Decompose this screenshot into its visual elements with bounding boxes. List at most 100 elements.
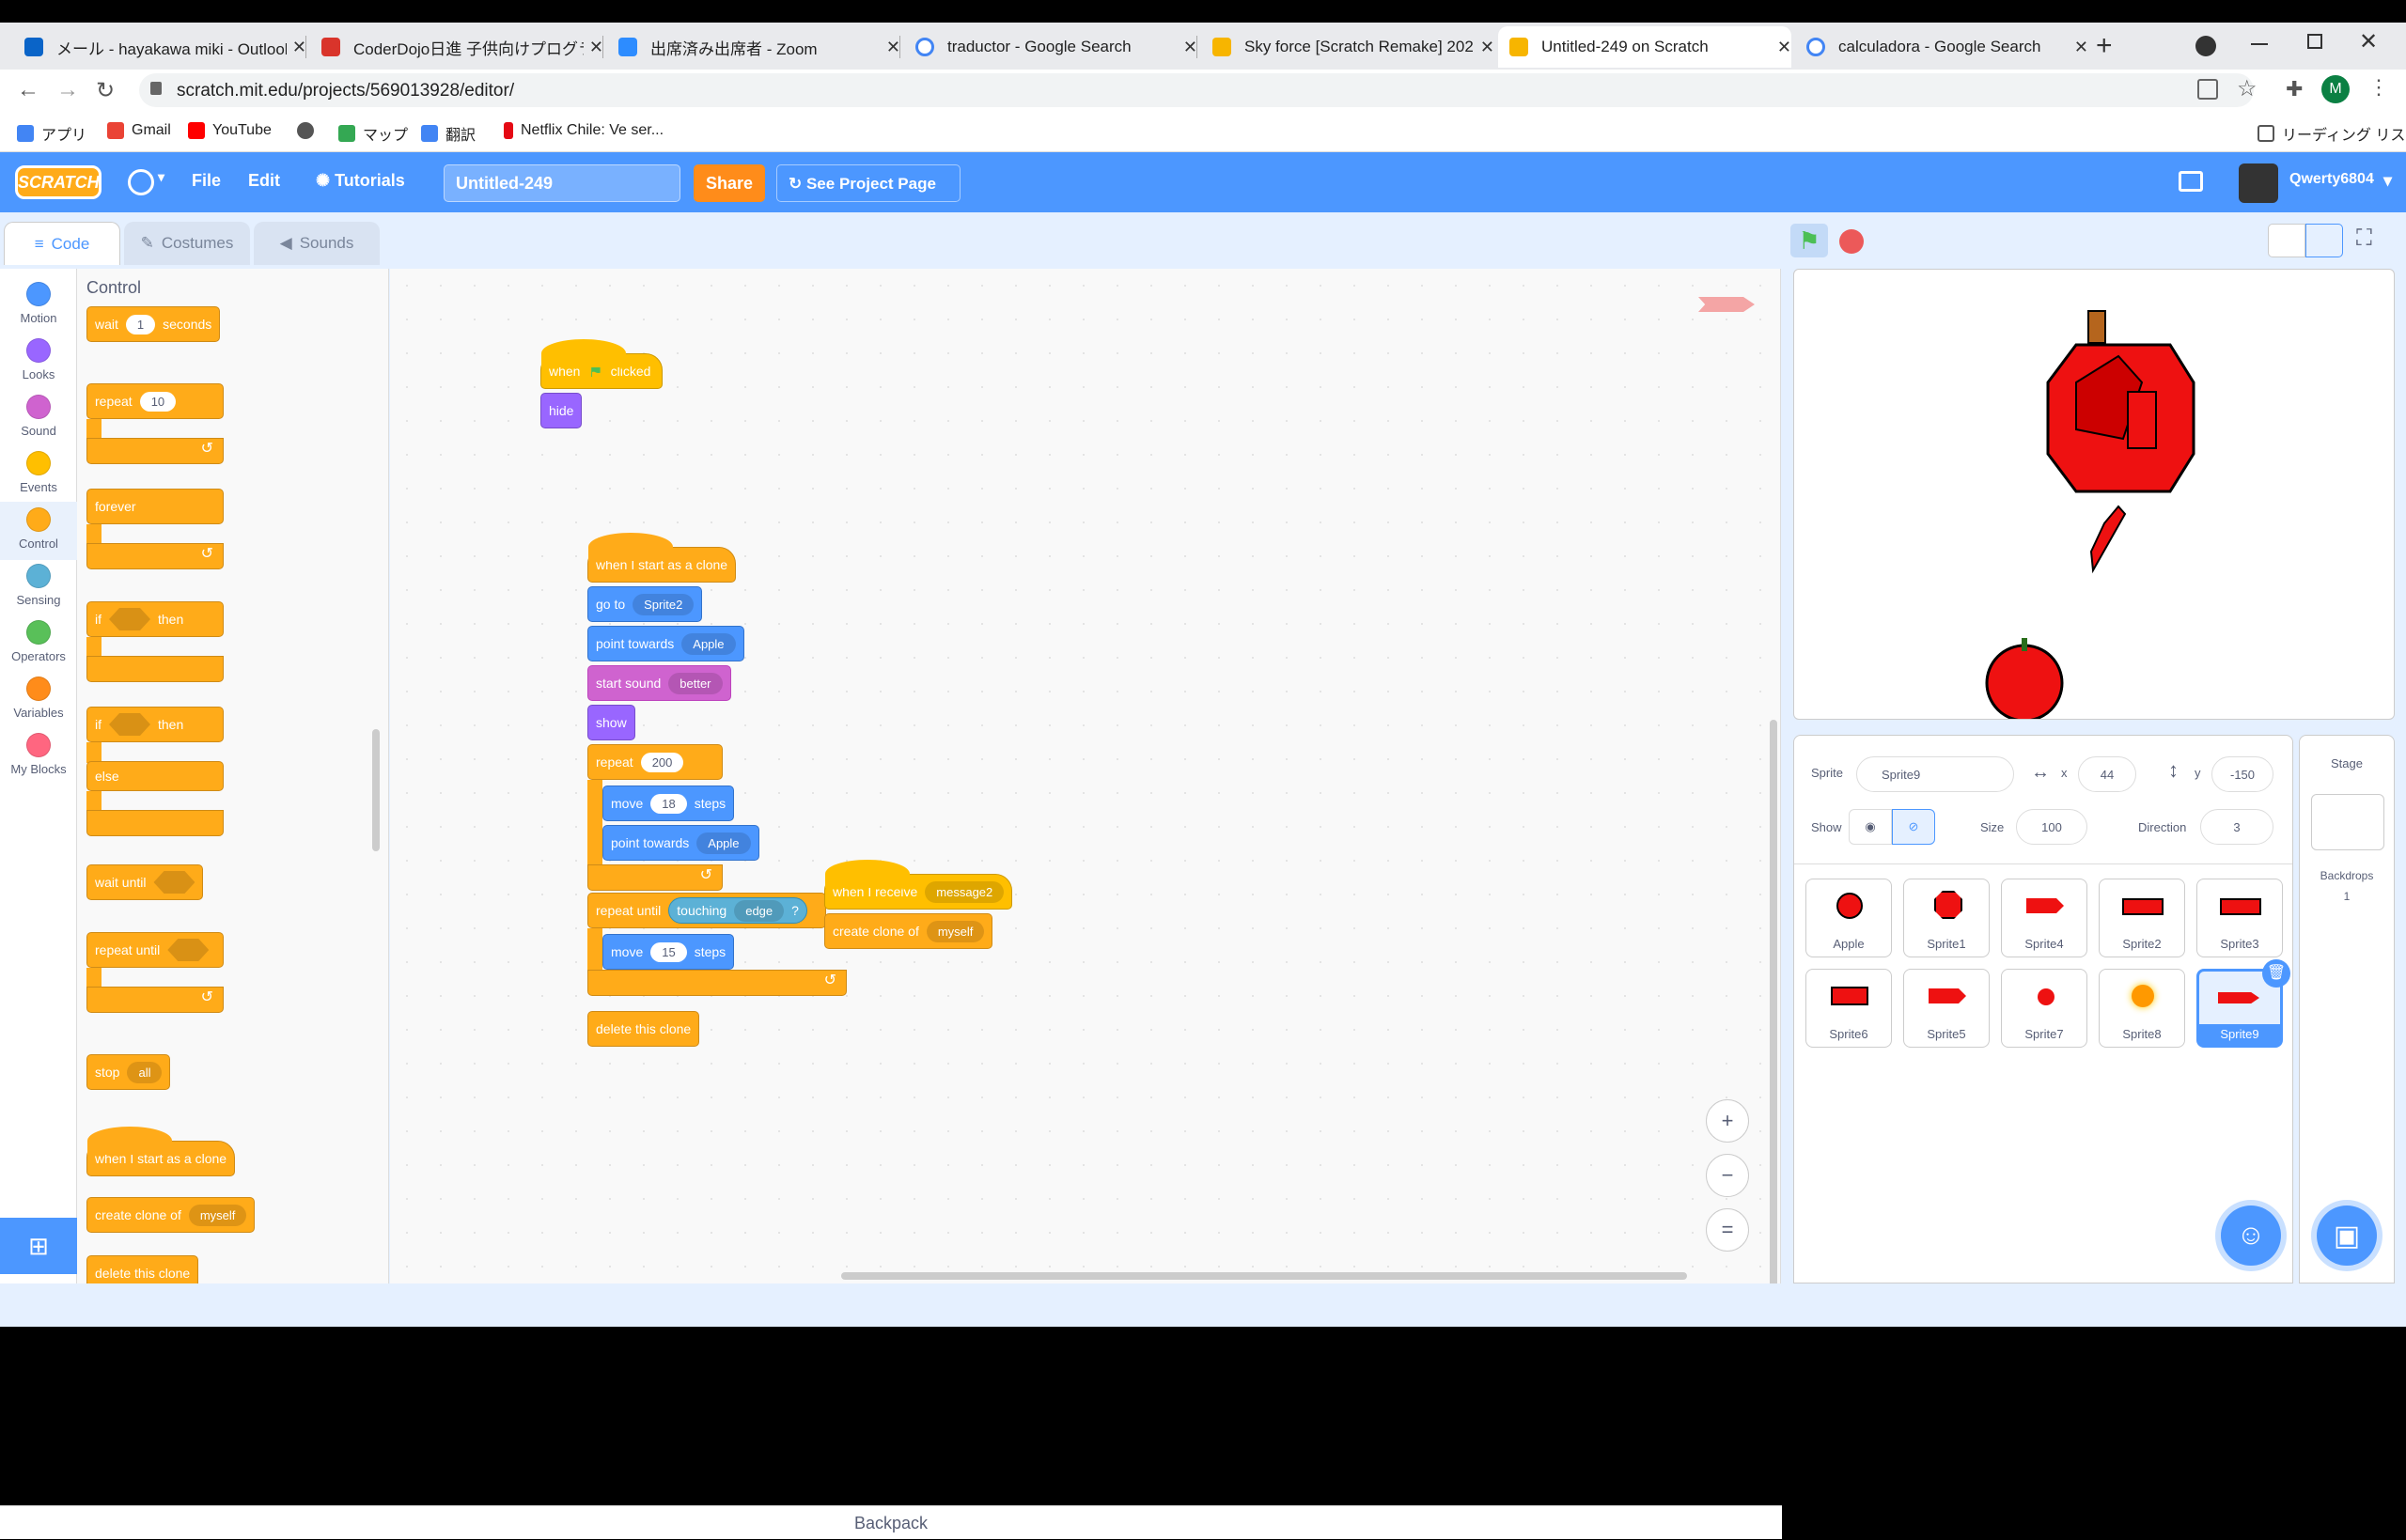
when-flag-clicked-block[interactable]: when⚑clicked: [540, 339, 663, 389]
browser-tab-traductor[interactable]: traductor - Google Search✕: [904, 26, 1197, 68]
message-dropdown[interactable]: message2: [925, 880, 1005, 903]
steps-input[interactable]: 15: [650, 941, 687, 962]
close-icon[interactable]: ✕: [588, 37, 603, 56]
zoom-out-button[interactable]: −: [1706, 1154, 1749, 1197]
point-towards-dropdown[interactable]: Apple: [681, 632, 736, 655]
sprite-name-input[interactable]: Sprite9: [1856, 756, 2014, 792]
script-scrollbar-v[interactable]: [1770, 720, 1777, 1283]
large-stage-button[interactable]: [2305, 224, 2343, 257]
translate-icon[interactable]: [2197, 79, 2218, 100]
category-my-blocks[interactable]: My Blocks: [0, 733, 77, 776]
palette-delete-clone-block[interactable]: delete this clone: [86, 1255, 199, 1283]
show-visible-icon[interactable]: ◉: [1849, 809, 1892, 845]
close-icon[interactable]: ✕: [1182, 37, 1197, 56]
number-input[interactable]: 10: [139, 391, 177, 412]
hide-visible-icon[interactable]: ⊘: [1892, 809, 1935, 845]
language-globe-icon[interactable]: [128, 169, 154, 195]
sprite-thumb-sprite6[interactable]: Sprite6: [1805, 969, 1892, 1048]
omnibox[interactable]: scratch.mit.edu/projects/569013928/edito…: [139, 73, 2254, 107]
sprite-thumb-sprite7[interactable]: Sprite7: [2001, 969, 2087, 1048]
size-input[interactable]: 100: [2016, 809, 2087, 845]
category-motion[interactable]: Motion: [0, 282, 77, 325]
bookmark-translate[interactable]: 翻訳: [421, 122, 476, 145]
zoom-in-button[interactable]: +: [1706, 1099, 1749, 1143]
palette-scrollbar[interactable]: [372, 729, 380, 851]
y-input[interactable]: -150: [2211, 756, 2273, 792]
category-sound[interactable]: Sound: [0, 395, 77, 438]
category-variables[interactable]: Variables: [0, 677, 77, 720]
clone-target-dropdown[interactable]: myself: [926, 920, 985, 942]
steps-input[interactable]: 18: [650, 793, 687, 814]
tutorials-button[interactable]: ✺ Tutorials: [316, 171, 405, 190]
sprite-thumb-sprite3[interactable]: Sprite3: [2196, 879, 2283, 957]
see-project-page-button[interactable]: ↻ See Project Page: [776, 164, 961, 202]
category-operators[interactable]: Operators: [0, 620, 77, 663]
choose-sprite-button[interactable]: ☺: [2221, 1206, 2281, 1266]
stop-button[interactable]: [1839, 229, 1864, 254]
scratch-logo[interactable]: SCRATCH: [15, 165, 102, 199]
stage-canvas[interactable]: [1793, 269, 2395, 720]
add-extension-button[interactable]: ⊞: [0, 1218, 77, 1274]
profile-avatar[interactable]: M: [2321, 75, 2350, 103]
share-button[interactable]: Share: [694, 164, 765, 202]
show-block[interactable]: show: [587, 705, 635, 740]
category-events[interactable]: Events: [0, 451, 77, 494]
star-icon[interactable]: ☆: [2237, 76, 2258, 101]
file-menu[interactable]: File: [192, 171, 222, 190]
repeat-count-input[interactable]: 200: [640, 752, 684, 772]
small-stage-button[interactable]: [2268, 224, 2305, 257]
category-looks[interactable]: Looks: [0, 338, 77, 381]
bookmark-gmail[interactable]: Gmail: [107, 122, 171, 139]
boolean-slot[interactable]: [167, 939, 210, 961]
stage-thumbnail[interactable]: [2311, 794, 2384, 850]
stage-selector[interactable]: Stage Backdrops 1 ▣: [2299, 735, 2395, 1283]
fullscreen-icon[interactable]: ⛶: [2356, 226, 2372, 251]
reading-list[interactable]: リーディング リスト: [2258, 122, 2406, 145]
sprite-thumb-apple[interactable]: Apple: [1805, 879, 1892, 957]
browser-tab-untitled[interactable]: Untitled-249 on Scratch✕: [1498, 26, 1791, 68]
new-tab-button[interactable]: +: [2096, 30, 2113, 61]
tab-code[interactable]: ≡Code: [4, 222, 120, 265]
bookmark-globe[interactable]: [297, 122, 321, 139]
browser-tab-coderdojo[interactable]: CoderDojo日進 子供向けプログラミ✕: [310, 26, 603, 68]
sprite-thumb-sprite8[interactable]: Sprite8: [2099, 969, 2185, 1048]
close-icon[interactable]: ✕: [1776, 37, 1791, 56]
boolean-slot[interactable]: [109, 713, 150, 736]
sprite-thumb-sprite1[interactable]: Sprite1: [1903, 879, 1990, 957]
backpack-bar[interactable]: Backpack: [0, 1505, 1782, 1539]
extensions-icon[interactable]: ✚: [2286, 77, 2304, 101]
when-start-as-clone-block[interactable]: when I start as a clone: [587, 533, 737, 583]
zoom-reset-button[interactable]: =: [1706, 1208, 1749, 1252]
point-towards-dropdown[interactable]: Apple: [696, 832, 751, 854]
browser-tab-calculadora[interactable]: calculadora - Google Search✕: [1795, 26, 2088, 68]
script-scrollbar-h[interactable]: [841, 1272, 1687, 1280]
close-icon[interactable]: ✕: [291, 37, 306, 56]
boolean-slot[interactable]: [109, 608, 150, 630]
browser-tab-outlook[interactable]: メール - hayakawa miki - Outlook✕: [13, 26, 306, 68]
sprite-thumb-sprite5[interactable]: Sprite5: [1903, 969, 1990, 1048]
choose-backdrop-button[interactable]: ▣: [2317, 1206, 2377, 1266]
minimize-icon[interactable]: [2251, 43, 2268, 45]
boolean-slot[interactable]: [153, 871, 195, 894]
user-avatar[interactable]: [2239, 163, 2278, 203]
touching-dropdown[interactable]: edge: [734, 899, 785, 922]
tab-costumes[interactable]: ✎Costumes: [124, 222, 250, 265]
green-flag-button[interactable]: ⚑: [1790, 224, 1828, 257]
bookmark-maps[interactable]: マップ: [338, 122, 408, 145]
edit-menu[interactable]: Edit: [248, 171, 280, 190]
palette-forever-block[interactable]: forever: [86, 489, 224, 524]
palette-repeat-until-block[interactable]: repeat until: [86, 932, 224, 968]
